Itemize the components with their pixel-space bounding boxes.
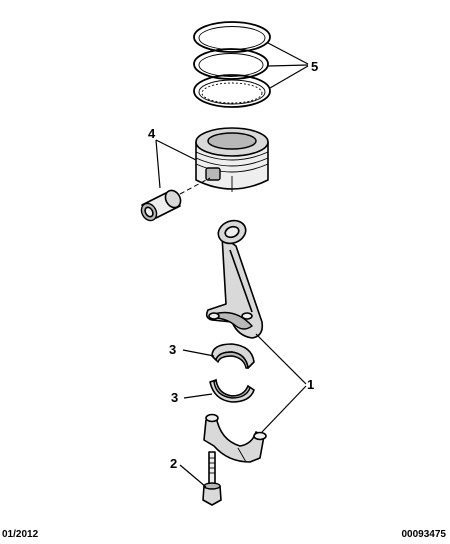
piston-ring-top bbox=[193, 21, 271, 53]
callout-2: 2 bbox=[170, 456, 177, 471]
footer-reference-number: 00093475 bbox=[401, 529, 447, 540]
connecting-rod-cap bbox=[203, 413, 267, 463]
piston-ring-set bbox=[193, 21, 271, 108]
callout-4: 4 bbox=[148, 126, 156, 141]
callout-1: 1 bbox=[307, 377, 314, 392]
piston-ring-bottom bbox=[193, 74, 271, 108]
piston-pin bbox=[140, 177, 211, 222]
cap-bolt bbox=[202, 451, 222, 506]
piston bbox=[195, 127, 269, 192]
callout-3-upper: 3 bbox=[169, 342, 176, 357]
callout-5: 5 bbox=[311, 59, 318, 74]
leader-lines bbox=[155, 42, 309, 488]
connecting-rod bbox=[205, 219, 264, 339]
bearing-shell-upper bbox=[211, 343, 255, 369]
bearing-shell-lower bbox=[209, 378, 255, 403]
footer-date: 01/2012 bbox=[2, 529, 39, 540]
callout-3-lower: 3 bbox=[171, 390, 178, 405]
piston-ring-middle bbox=[193, 48, 269, 80]
